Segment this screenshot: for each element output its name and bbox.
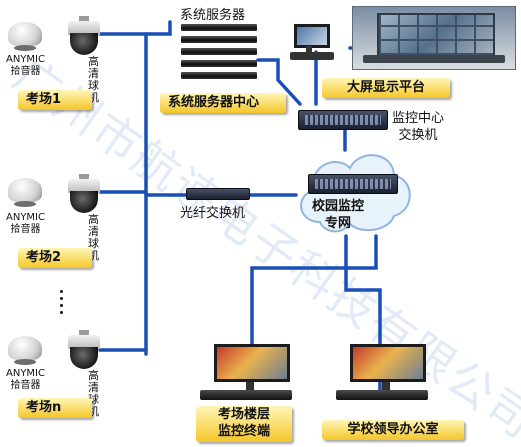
monitor-icon: [210, 344, 294, 394]
server-rack-icon: [181, 72, 257, 79]
nvr-icon: [200, 390, 292, 400]
server-rack-icon: [181, 48, 257, 55]
fiber-switch-icon: [186, 188, 250, 200]
video-wall-icon: [352, 6, 516, 70]
mic-icon: [8, 336, 42, 365]
camera-icon: [66, 330, 102, 372]
switch-icon: [298, 110, 388, 130]
link-backbone-left: [98, 32, 148, 356]
room-label: 考场1: [18, 90, 92, 110]
link-cloud-terminal: [250, 234, 378, 392]
camera-icon: [66, 174, 102, 216]
monitor-switch-label: 监控中心 交换机: [392, 111, 445, 143]
leader-office-label: 学校领导办公室: [322, 420, 464, 440]
server-rack-icon: [181, 36, 257, 43]
mic-label: ANYMIC 拾音器: [6, 54, 45, 77]
camera-icon: [66, 16, 102, 58]
link-server-switch: [256, 58, 302, 106]
fiber-switch-label: 光纤交换机: [180, 206, 246, 221]
mic-icon: [8, 22, 42, 51]
camera-label: 高清球机: [88, 213, 99, 262]
campus-net-label: 校园监控 专网: [312, 199, 365, 231]
camera-label: 高清球机: [88, 55, 99, 104]
mic-label: ANYMIC 拾音器: [6, 212, 45, 235]
floor-terminal-label: 考场楼层 监控终端: [196, 406, 292, 442]
link-servers: [144, 20, 172, 36]
mic-icon: [8, 178, 42, 207]
camera-label: 高清球机: [88, 369, 99, 418]
room-label: 考场n: [18, 398, 92, 418]
link-cloud-office: [344, 234, 382, 392]
server-rack-icon: [181, 60, 257, 67]
big-screen-label: 大屏显示平台: [322, 78, 450, 98]
monitor-icon: [290, 24, 334, 64]
room-label: 考场2: [18, 248, 92, 268]
server-center-label: 系统服务器中心: [160, 93, 286, 113]
mic-label: ANYMIC 拾音器: [6, 368, 45, 391]
monitor-icon: [346, 344, 430, 394]
switch-icon: [308, 174, 398, 194]
servers-label: 系统服务器: [180, 8, 246, 23]
nvr-icon: [336, 390, 428, 400]
server-rack-icon: [181, 24, 257, 31]
